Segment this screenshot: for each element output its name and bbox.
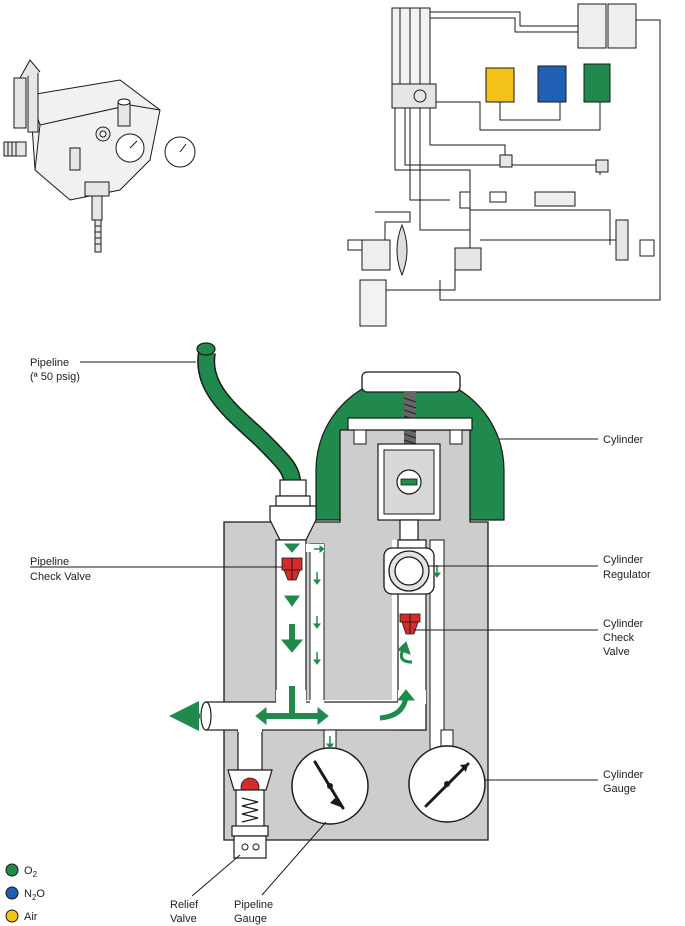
- yoke-handle: [361, 371, 461, 393]
- pipeline-gauge: [291, 747, 369, 825]
- air-swatch: [5, 909, 19, 923]
- pipeline-gauge-label-2: Gauge: [234, 913, 267, 925]
- pipeline-check-valve-label-2: Check Valve: [30, 571, 91, 583]
- leader-lines: [30, 361, 598, 897]
- cylinder-label: Cylinder: [603, 434, 644, 446]
- yoke-assembly-illustration: [3, 59, 196, 253]
- relief-valve-label-1: Relief: [170, 899, 199, 911]
- legend-n2o-rest: O: [36, 888, 45, 900]
- legend-o2-sub: 2: [33, 870, 38, 879]
- cylinder-gauge-label-1: Cylinder: [603, 769, 644, 781]
- legend-n2o-sub: 2: [32, 893, 37, 902]
- svg-text:O2: O2: [24, 865, 38, 879]
- n2o-swatch: [5, 886, 19, 900]
- svg-text:N2O: N2O: [24, 888, 45, 902]
- relief-valve: [227, 769, 273, 859]
- pipeline-check-valve-label-1: Pipeline: [30, 556, 69, 568]
- legend-item-o2: O2: [5, 863, 38, 879]
- gas-legend: O2 N2O Air: [5, 863, 45, 923]
- cylinder-check-valve-label-1: Cylinder: [603, 618, 644, 630]
- legend-n2o-base: N: [24, 888, 32, 900]
- legend-o2-base: O: [24, 865, 33, 877]
- pipeline-label: Pipeline: [30, 357, 69, 369]
- cylinder-check-valve-label-2: Check: [603, 632, 635, 644]
- cylinder-regulator-label-2: Regulator: [603, 569, 651, 581]
- cylinder-check-valve-label-3: Valve: [603, 646, 630, 658]
- flow-arrows: [169, 543, 441, 749]
- yoke-crossbar: [347, 417, 473, 431]
- legend-item-air: Air: [5, 909, 38, 923]
- cylinder-regulator-label-1: Cylinder: [603, 554, 644, 566]
- pipeline-gauge-label-1: Pipeline: [234, 899, 273, 911]
- machine-schematic-illustration: [347, 3, 661, 327]
- cylinder-gauge-label-2: Gauge: [603, 783, 636, 795]
- o2-swatch: [5, 863, 19, 877]
- cylinder-regulator: [383, 547, 435, 595]
- cylinder-gauge: [408, 745, 486, 823]
- cylinder-check-valve: [399, 613, 421, 635]
- legend-item-n2o: N2O: [5, 886, 45, 902]
- relief-valve-label-2: Valve: [170, 913, 197, 925]
- pipeline-pressure-label: (ª 50 psig): [30, 371, 80, 383]
- pipeline-check-valve: [281, 557, 303, 581]
- legend-air-text: Air: [24, 911, 38, 923]
